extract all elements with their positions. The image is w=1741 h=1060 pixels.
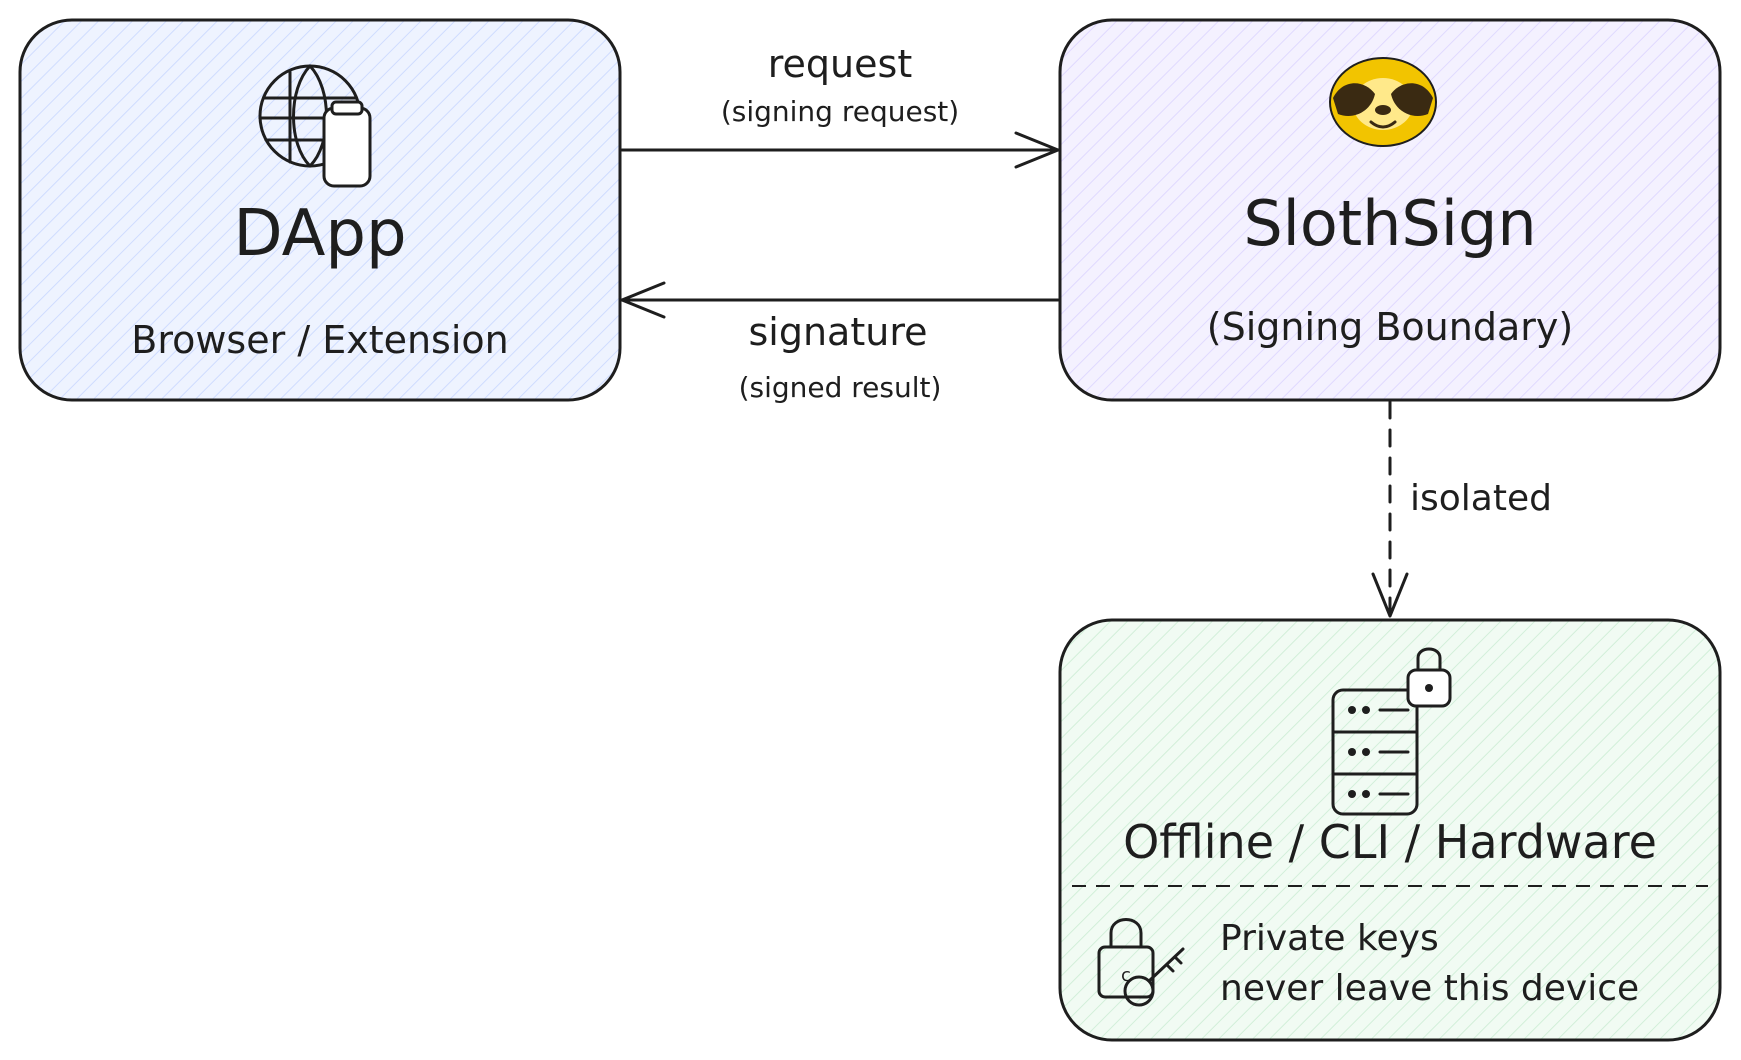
web-app-icon: [258, 64, 372, 188]
request-edge: request (signing request): [620, 42, 1060, 169]
svg-text:c: c: [1121, 965, 1131, 986]
offline-node: Offline / CLI / Hardware c Private keys …: [1058, 618, 1722, 1042]
slothsign-box: [1060, 20, 1720, 400]
offline-title: Offline / CLI / Hardware: [1123, 815, 1657, 869]
signature-label: signature: [749, 310, 928, 354]
slothsign-node: SlothSign (Signing Boundary): [1058, 18, 1722, 402]
dapp-box: [20, 20, 620, 400]
signature-edge: signature (signed result): [620, 281, 1060, 404]
request-label: request: [768, 42, 912, 86]
app-card: [322, 106, 372, 188]
dapp-subtitle: Browser / Extension: [131, 318, 509, 362]
isolated-arrowhead: [1371, 572, 1409, 618]
dapp-title: DApp: [233, 197, 406, 271]
offline-note-line1: Private keys: [1220, 918, 1439, 959]
lock-key-icon: c: [1097, 918, 1185, 1007]
dapp-box-border: [18, 18, 622, 402]
signature-arrowhead: [620, 281, 666, 319]
offline-box: [1060, 620, 1720, 1040]
offline-box-border: [1058, 618, 1722, 1042]
sloth-face-icon: [1329, 57, 1437, 147]
slothsign-title: SlothSign: [1243, 187, 1536, 260]
signature-sublabel: (signed result): [739, 371, 942, 404]
server-lock-icon: [1331, 647, 1452, 816]
dapp-node: DApp Browser / Extension: [18, 18, 622, 402]
slothsign-box-border: [1058, 18, 1722, 402]
offline-note-line2: never leave this device: [1220, 968, 1639, 1009]
slothsign-subtitle: (Signing Boundary): [1207, 305, 1573, 349]
request-sublabel: (signing request): [721, 95, 959, 128]
request-arrowhead: [1014, 131, 1060, 169]
isolated-edge: isolated: [1371, 400, 1552, 618]
isolated-label: isolated: [1410, 478, 1552, 519]
